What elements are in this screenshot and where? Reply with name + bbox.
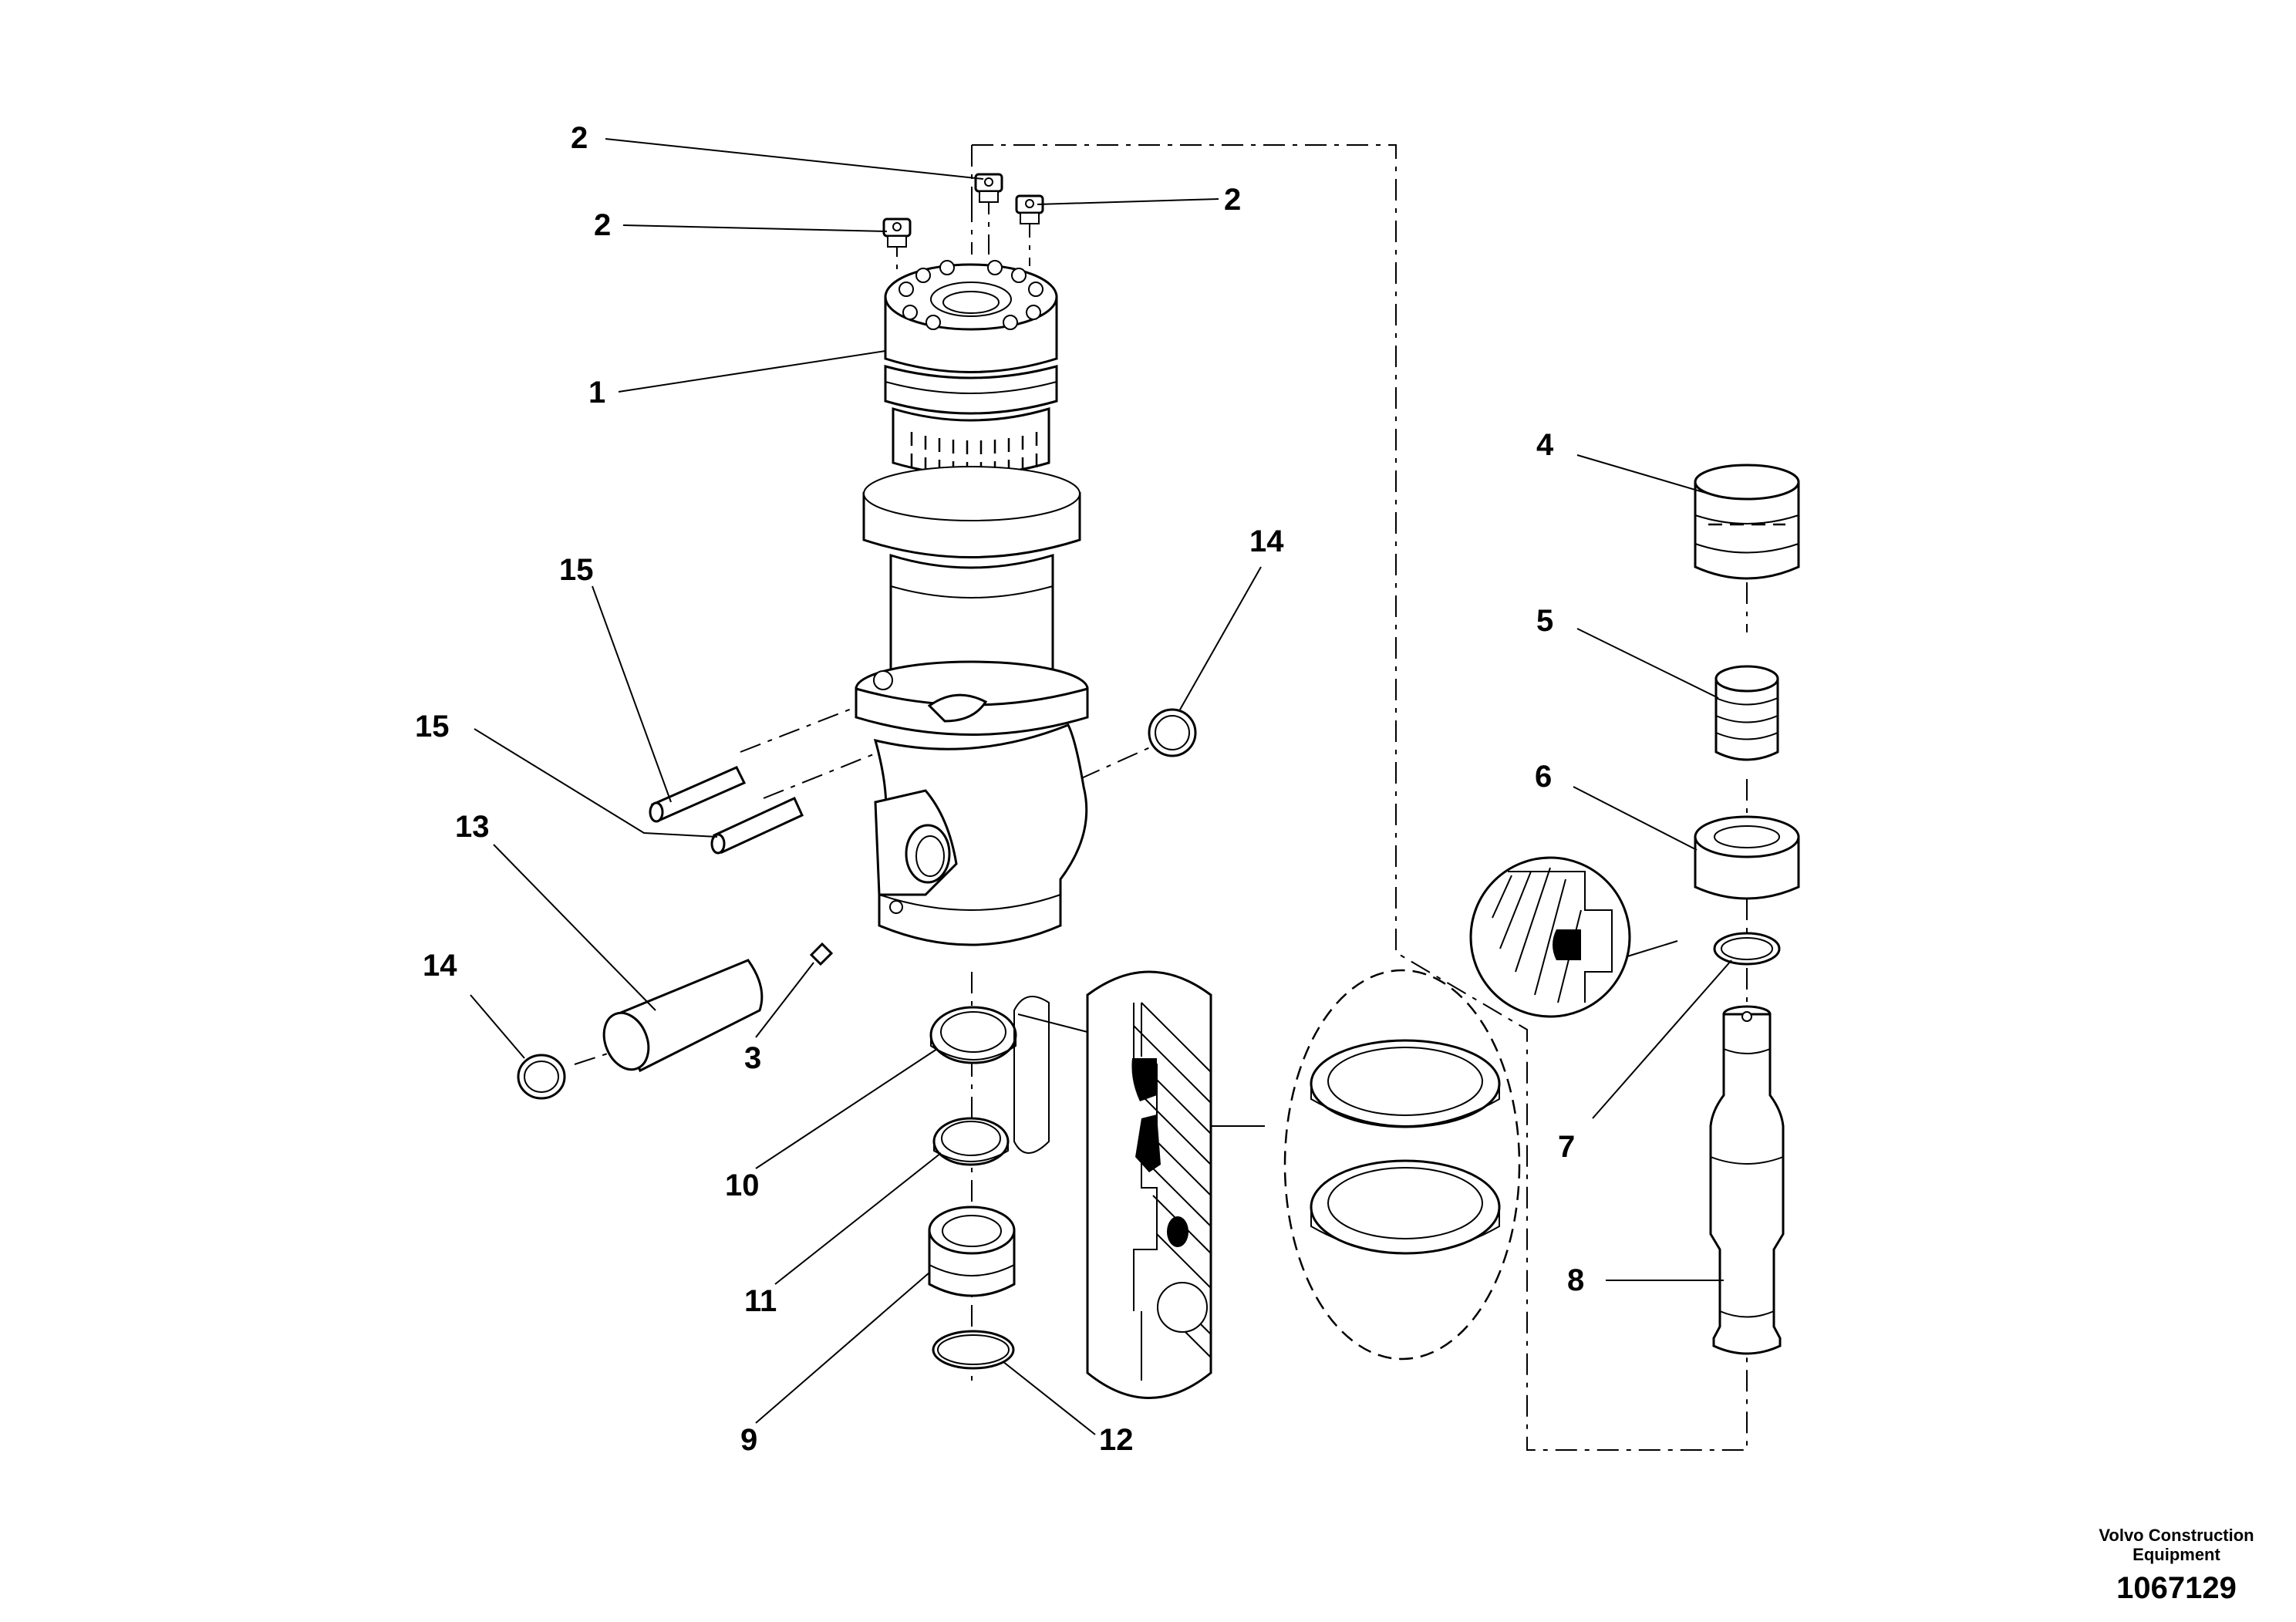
callout-12: 12 bbox=[1099, 1423, 1134, 1457]
footer-block: Volvo Construction Equipment 1067129 bbox=[2099, 1526, 2254, 1605]
callout-8: 8 bbox=[1567, 1263, 1584, 1297]
company-name-line2: Equipment bbox=[2132, 1545, 2220, 1564]
callout-labels: 2 2 2 1 15 15 14 13 14 3 10 11 9 12 4 5 … bbox=[415, 121, 1584, 1457]
bolt-item-2-left bbox=[882, 218, 912, 248]
plug-item-3 bbox=[809, 942, 834, 966]
drawing-number: 1067129 bbox=[2116, 1571, 2237, 1605]
seal-ring-item-10 bbox=[929, 1006, 1017, 1064]
pin-item-15-lower bbox=[710, 797, 804, 855]
ring-item-7 bbox=[1713, 932, 1781, 966]
callout-4: 4 bbox=[1536, 428, 1554, 462]
o-ring-section-detail bbox=[1469, 856, 1678, 1018]
callout-2-left: 2 bbox=[594, 208, 611, 242]
callout-9: 9 bbox=[740, 1423, 757, 1457]
callout-14-left: 14 bbox=[423, 949, 457, 983]
main-housing-item-1 bbox=[855, 260, 1089, 946]
company-name-line1: Volvo Construction bbox=[2099, 1526, 2254, 1545]
detail-outline-small bbox=[1013, 996, 1088, 1154]
o-ring-item-12 bbox=[932, 1330, 1015, 1370]
callout-6: 6 bbox=[1535, 760, 1552, 794]
o-ring-item-14-left bbox=[517, 1054, 566, 1100]
seal-rings-detail-dashed bbox=[1211, 969, 1521, 1361]
callout-15-upper: 15 bbox=[559, 553, 594, 587]
o-ring-item-14-right bbox=[1148, 708, 1197, 757]
bolt-item-2-top bbox=[974, 173, 1003, 203]
callout-3: 3 bbox=[744, 1041, 761, 1075]
shaft-item-8 bbox=[1709, 1005, 1785, 1355]
cap-item-4 bbox=[1694, 464, 1800, 580]
seal-section-detail bbox=[1086, 970, 1212, 1399]
bolt-item-2-right bbox=[1015, 194, 1044, 224]
callout-13: 13 bbox=[455, 810, 490, 844]
callout-2-top: 2 bbox=[571, 121, 588, 155]
bushing-item-9 bbox=[928, 1206, 1016, 1297]
sleeve-item-13 bbox=[602, 959, 764, 1073]
pin-item-15-upper bbox=[649, 766, 747, 823]
callout-7: 7 bbox=[1558, 1130, 1575, 1164]
leader-lines bbox=[470, 138, 1732, 1435]
callout-2-right: 2 bbox=[1224, 183, 1241, 217]
callout-1: 1 bbox=[588, 376, 605, 410]
callout-15-lower: 15 bbox=[415, 710, 450, 744]
spool-item-5 bbox=[1714, 665, 1779, 761]
callout-5: 5 bbox=[1536, 604, 1553, 638]
callout-11: 11 bbox=[744, 1284, 777, 1318]
ring-item-11 bbox=[932, 1117, 1010, 1166]
nut-item-6 bbox=[1694, 815, 1800, 900]
callout-10: 10 bbox=[725, 1168, 760, 1202]
callout-14-right: 14 bbox=[1249, 524, 1284, 558]
